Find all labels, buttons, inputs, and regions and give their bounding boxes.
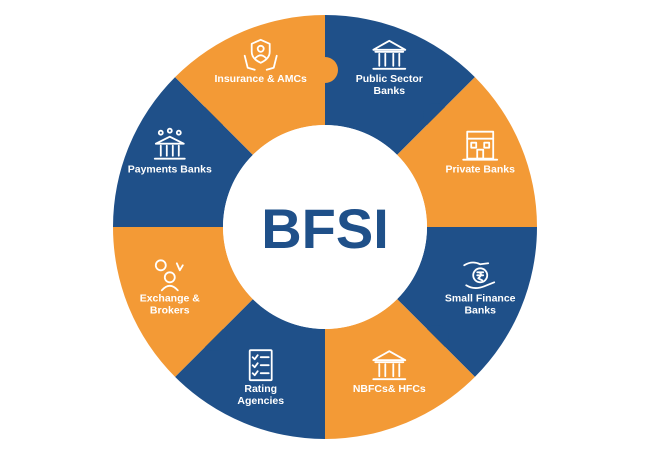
segment-label-0-0: Public Sector [356,73,423,85]
payment-bank-icon [153,127,186,160]
segment-7 [175,15,325,155]
trader-icon [154,259,184,292]
bank-building-icon [372,39,407,70]
segment-label-4-0: Rating [244,383,277,395]
segment-label-5-1: Brokers [150,304,190,316]
segment-6 [113,77,253,228]
shield-hands-icon [243,38,278,71]
segment-label-1-0: Private Banks [445,164,515,176]
segment-label-5-0: Exchange & [140,292,201,304]
segment-2 [397,227,537,377]
center-title: BFSI [261,197,389,260]
segments-layer [113,15,537,439]
segment-label-3-0: NBFCs& HFCs [353,383,426,395]
segment-0 [325,15,475,155]
rupee-hands-icon [463,261,496,289]
bank-building-icon [372,350,407,381]
checklist-icon [248,349,273,382]
puzzle-knob-7 [312,57,338,83]
center-disc [223,125,427,329]
segment-label-2-0: Small Finance [445,292,516,304]
segment-label-2-1: Banks [464,304,496,316]
segment-label-6-0: Payments Banks [128,164,212,176]
segment-label-4-1: Agencies [237,395,284,407]
icons-layer [153,38,499,382]
segment-5 [113,227,253,377]
office-building-icon [462,130,499,161]
segment-label-7-0: Insurance & AMCs [215,73,308,85]
segment-label-0-1: Banks [374,85,406,97]
